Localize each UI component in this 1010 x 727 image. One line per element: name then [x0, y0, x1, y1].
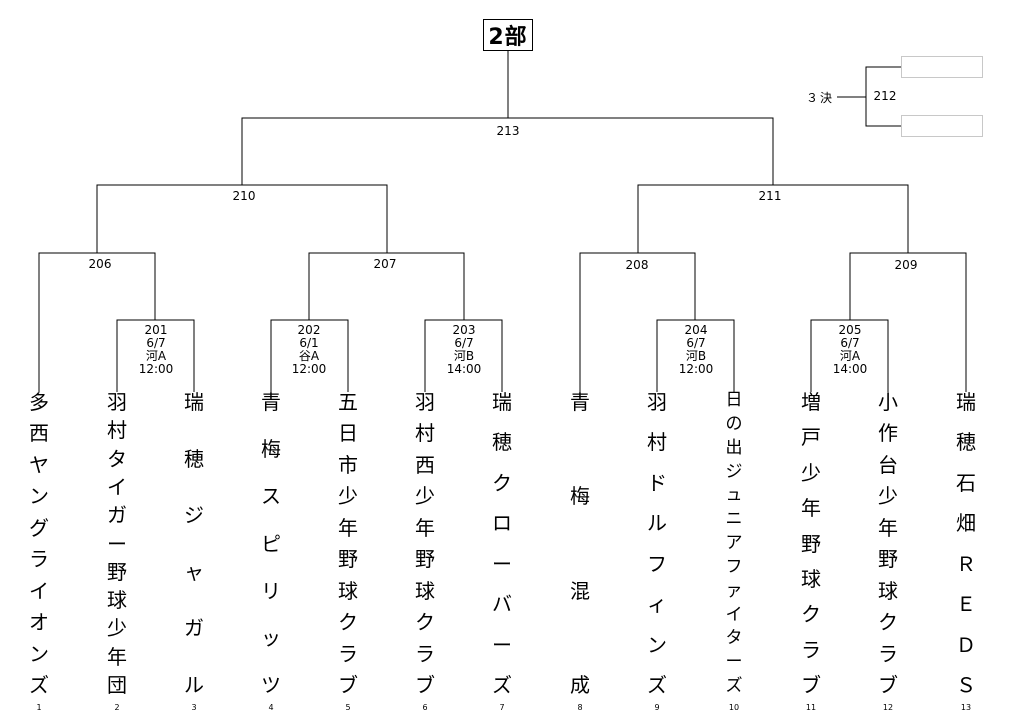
match-202-time: 12:00 [291, 362, 327, 376]
semi-211-bracket [637, 184, 909, 253]
third-place-slot-bottom [901, 115, 983, 137]
match-number-208: 208 [622, 258, 652, 272]
team-seed: 8 [577, 703, 583, 712]
team-seed: 4 [268, 703, 274, 712]
quarter-207-bracket [308, 252, 465, 320]
match-201-date: 6/7 [146, 336, 166, 350]
match-205-date: 6/7 [840, 336, 860, 350]
match-number-201: 201 [144, 323, 168, 337]
match-204-date: 6/7 [686, 336, 706, 350]
final-bracket [241, 117, 774, 185]
team-seed: 6 [422, 703, 428, 712]
match-number-209: 209 [891, 258, 921, 272]
match-204-venue: 河B [685, 349, 707, 363]
match-202-info: 202 6/1 谷A 12:00 [292, 324, 327, 376]
match-number-211: 211 [755, 189, 785, 203]
team-seed: 5 [345, 703, 351, 712]
team-seed: 10 [728, 703, 740, 712]
team-seed: 3 [191, 703, 197, 712]
match-204-time: 12:00 [678, 362, 714, 376]
team-seed: 12 [882, 703, 894, 712]
match-201-info: 201 6/7 河A 12:00 [139, 324, 174, 376]
team-seed: 9 [654, 703, 660, 712]
match-number-207: 207 [370, 257, 400, 271]
match-number-204: 204 [684, 323, 708, 337]
match-203-venue: 河B [453, 349, 475, 363]
match-205-bracket [810, 319, 889, 392]
third-place-bracket [865, 66, 901, 127]
match-202-bracket [270, 319, 349, 392]
team-seed: 11 [805, 703, 817, 712]
match-number-205: 205 [838, 323, 862, 337]
third-place-slot-top [901, 56, 983, 78]
match-number-213: 213 [493, 124, 523, 138]
match-number-203: 203 [452, 323, 476, 337]
team-seed: 13 [960, 703, 972, 712]
semi-210-bracket [96, 184, 388, 253]
match-204-info: 204 6/7 河B 12:00 [679, 324, 714, 376]
match-205-venue: 河A [839, 349, 861, 363]
quarter-209-bracket [849, 252, 967, 392]
quarter-208-bracket [579, 252, 696, 392]
match-number-212: 212 [870, 89, 900, 103]
third-place-label: ３決 [806, 91, 835, 105]
match-number-210: 210 [229, 189, 259, 203]
match-203-info: 203 6/7 河B 14:00 [447, 324, 482, 376]
team-seed: 2 [114, 703, 120, 712]
team-seed: 7 [499, 703, 505, 712]
match-number-206: 206 [85, 257, 115, 271]
match-202-venue: 谷A [298, 349, 320, 363]
team-seed: 1 [36, 703, 42, 712]
match-201-venue: 河A [145, 349, 167, 363]
match-203-date: 6/7 [454, 336, 474, 350]
match-number-202: 202 [297, 323, 321, 337]
match-202-date: 6/1 [299, 336, 319, 350]
match-204-bracket [656, 319, 735, 392]
quarter-206-bracket [38, 252, 156, 392]
match-201-time: 12:00 [138, 362, 174, 376]
match-205-time: 14:00 [832, 362, 868, 376]
page-title: 2部 [483, 19, 533, 51]
match-203-time: 14:00 [446, 362, 482, 376]
match-201-bracket [116, 319, 195, 392]
match-205-info: 205 6/7 河A 14:00 [833, 324, 868, 376]
match-203-bracket [424, 319, 503, 392]
